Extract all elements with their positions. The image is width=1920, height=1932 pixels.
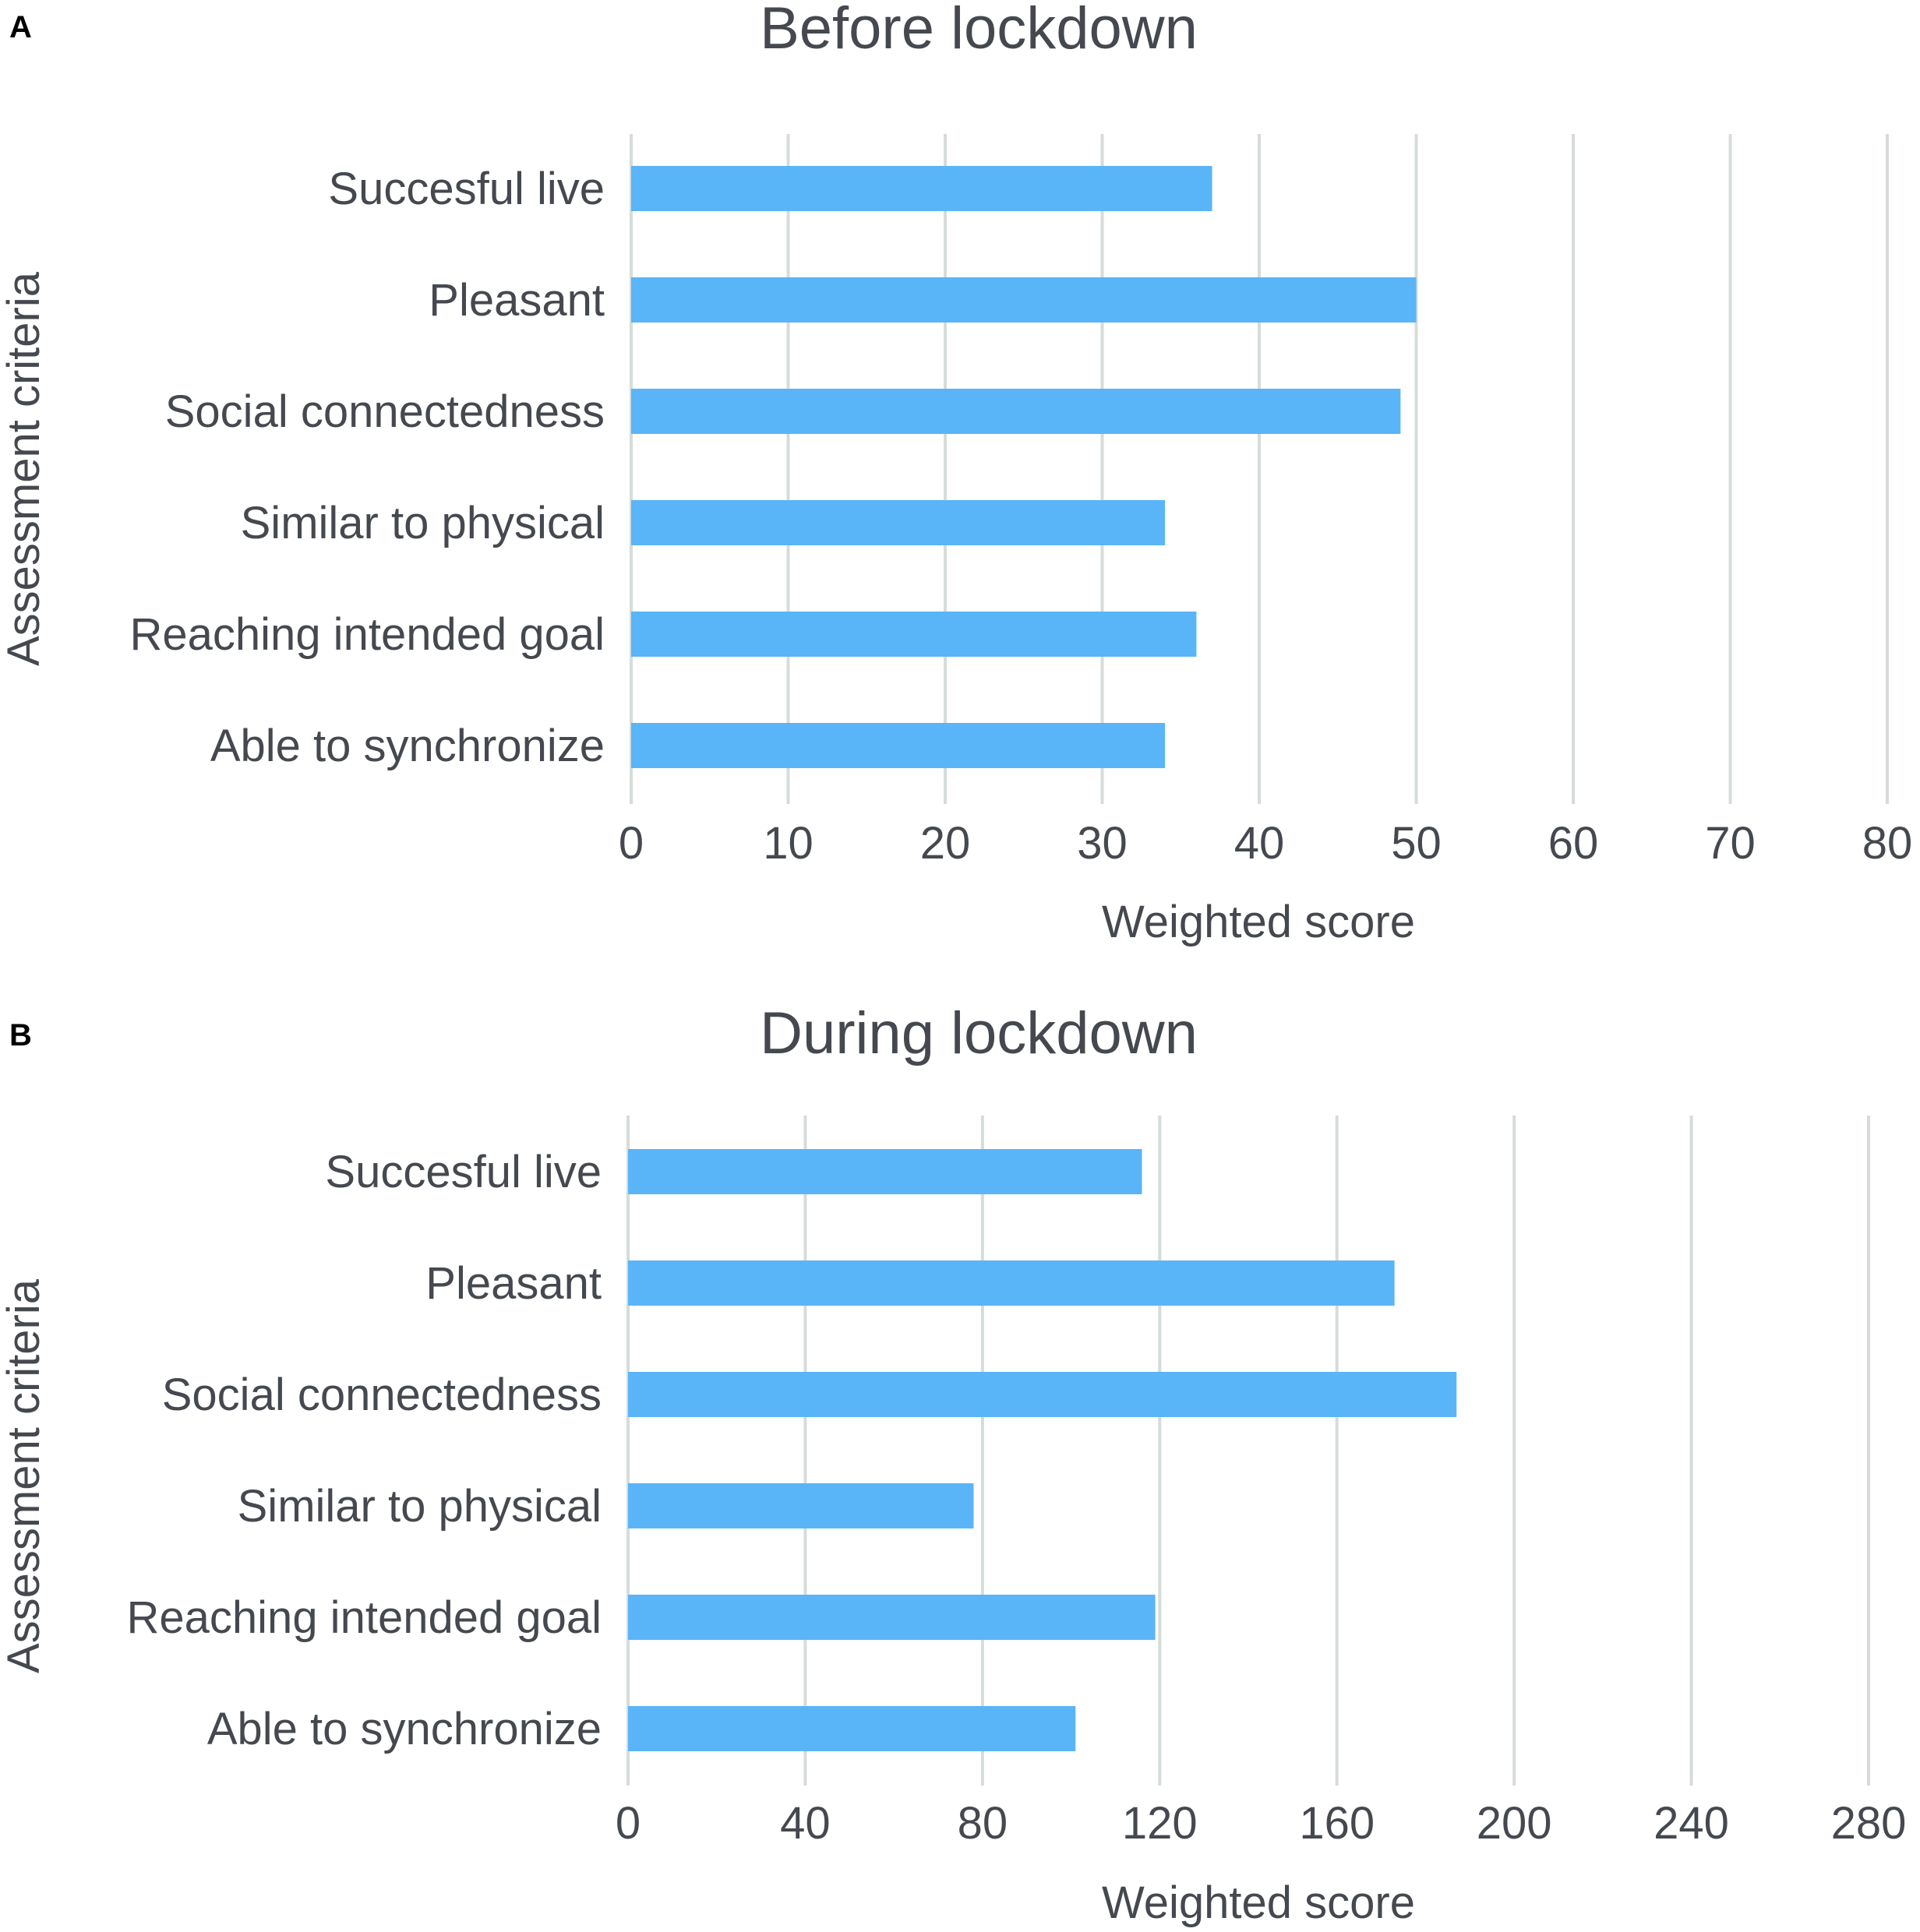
y-axis-title: Assessment criteria — [0, 1278, 49, 1673]
chart-title: During lockdown — [760, 1000, 1198, 1066]
x-tick-label: 60 — [1548, 818, 1599, 869]
bar — [631, 500, 1166, 545]
x-tick-label: 160 — [1299, 1798, 1375, 1849]
x-tick-label: 280 — [1831, 1798, 1907, 1849]
x-tick-labels: 0 40 80 120 160 200 240 280 — [616, 1798, 1907, 1849]
bar — [631, 166, 1212, 211]
category-label: Pleasant — [425, 1258, 602, 1309]
x-tick-label: 80 — [1862, 818, 1913, 869]
x-tick-label: 80 — [958, 1798, 1008, 1849]
category-label: Reaching intended goal — [127, 1592, 602, 1643]
category-label: Able to synchronize — [207, 1704, 602, 1754]
x-tick-label: 0 — [619, 818, 644, 869]
category-label: Social connectedness — [162, 1370, 602, 1420]
category-label: Reaching intended goal — [130, 609, 605, 660]
category-label: Succesful live — [328, 164, 605, 214]
x-tick-label: 200 — [1477, 1798, 1552, 1849]
gridlines — [630, 134, 1889, 804]
category-label: Similar to physical — [241, 498, 605, 548]
x-tick-labels: 0 10 20 30 40 50 60 70 80 — [619, 818, 1912, 869]
x-axis-title: Weighted score — [1102, 1877, 1415, 1928]
x-tick-label: 30 — [1077, 818, 1128, 869]
panel-before-lockdown: A Before lockdown Assessment criteria Su… — [0, 0, 1912, 947]
category-label: Able to synchronize — [210, 721, 605, 771]
bar — [631, 277, 1417, 323]
chart-title: Before lockdown — [760, 0, 1198, 62]
x-tick-label: 40 — [780, 1798, 831, 1849]
bar — [631, 723, 1166, 768]
x-tick-label: 240 — [1654, 1798, 1729, 1849]
x-tick-label: 40 — [1234, 818, 1285, 869]
category-label: Pleasant — [429, 275, 605, 326]
x-tick-label: 120 — [1122, 1798, 1198, 1849]
panel-label: A — [9, 10, 32, 44]
bar — [631, 612, 1197, 657]
x-tick-label: 70 — [1705, 818, 1756, 869]
x-tick-label: 20 — [920, 818, 971, 869]
bars — [628, 1149, 1457, 1751]
y-axis-title: Assessment criteria — [0, 271, 49, 666]
bar — [628, 1372, 1457, 1417]
category-label: Social connectedness — [165, 386, 605, 437]
panel-during-lockdown: B During lockdown Assessment criteria Su… — [0, 1000, 1906, 1928]
x-axis-title: Weighted score — [1102, 897, 1415, 947]
x-tick-label: 0 — [616, 1798, 641, 1849]
x-tick-label: 10 — [763, 818, 814, 869]
bars — [631, 166, 1417, 768]
gridlines — [626, 1116, 1870, 1786]
bar — [628, 1483, 974, 1528]
bar — [628, 1595, 1156, 1640]
bar — [631, 389, 1401, 434]
category-label: Similar to physical — [238, 1481, 602, 1532]
bar — [628, 1260, 1395, 1306]
bar — [628, 1706, 1076, 1751]
bar — [628, 1149, 1142, 1194]
category-label: Succesful live — [325, 1147, 602, 1197]
panel-label: B — [9, 1018, 32, 1052]
x-tick-label: 50 — [1391, 818, 1442, 869]
